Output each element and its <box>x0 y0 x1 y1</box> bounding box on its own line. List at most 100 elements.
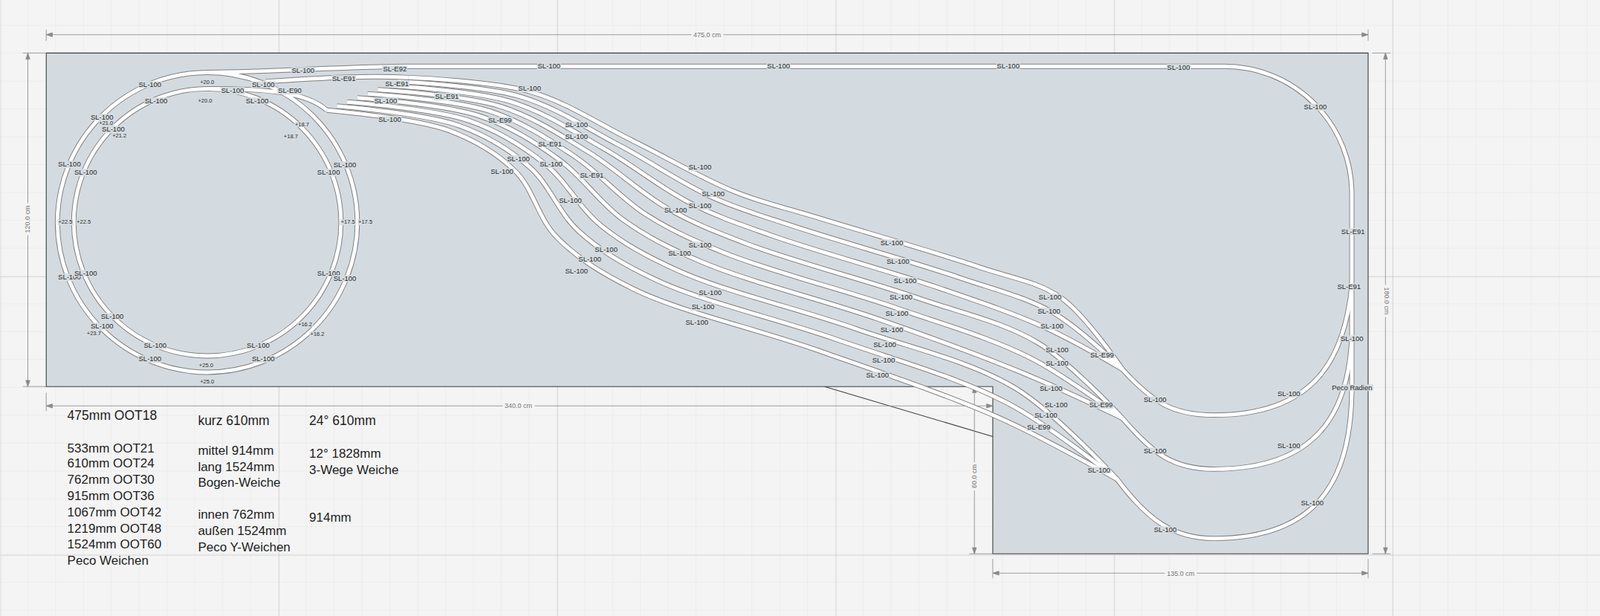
track-bed <box>387 85 1123 370</box>
track-bed <box>1122 285 1352 415</box>
track-label: SL-100 <box>879 326 905 334</box>
track-label: SL-E91 <box>537 140 563 148</box>
track-label: SL-100 <box>245 97 270 105</box>
track-label: SL-100 <box>1339 335 1365 343</box>
track-bed <box>207 66 1352 393</box>
track-outline <box>57 72 358 373</box>
track-label: SL-100 <box>73 269 99 278</box>
track-label: SL-100 <box>697 289 723 297</box>
track-outline <box>1122 336 1352 469</box>
dimension-lines <box>23 29 1392 579</box>
track-label: SL-100 <box>871 356 897 365</box>
legend-entry: 12° 1828mm <box>309 446 382 460</box>
legend-heading: 475mm OOT18 <box>67 409 158 423</box>
track-bed <box>1122 336 1352 469</box>
track-label: SL-100 <box>1153 526 1178 534</box>
legend-entry: 914mm <box>309 511 352 524</box>
legend-heading: kurz 610mm <box>197 414 270 429</box>
legend-entry: lang 1524mm <box>197 460 275 473</box>
legend-heading: 24° 610mm <box>309 414 377 429</box>
legend-entry: mittel 914mm <box>197 443 274 457</box>
elevation-label: +25.0 <box>198 362 215 369</box>
elevation-label: +18.7 <box>283 133 299 140</box>
track-label: SL-E91 <box>384 80 410 88</box>
legend-entry: 1219mm OOT48 <box>67 522 163 536</box>
track-label: SL-100 <box>577 255 602 264</box>
track-label: SL-100 <box>377 115 403 124</box>
board-diagonal <box>824 386 993 437</box>
track-label: SL-100 <box>100 312 125 321</box>
track-label: SL-100 <box>1142 396 1168 405</box>
track-label: SL-100 <box>1303 103 1329 111</box>
track-label: SL-100 <box>1039 323 1065 331</box>
track-outline <box>1122 285 1352 415</box>
track-label: SL-E91 <box>579 171 605 180</box>
track-bed <box>347 101 1117 480</box>
track-layer <box>57 66 1352 539</box>
track-label: SL-100 <box>536 63 562 71</box>
elevation-label: +22.5 <box>57 219 73 226</box>
track-label: SL-E99 <box>487 116 513 125</box>
track-outline <box>207 66 1352 393</box>
track-bed <box>1116 387 1352 539</box>
track-label: SL-100 <box>57 160 82 168</box>
elevation-label: +23.7 <box>86 330 102 337</box>
track-label: SL-100 <box>73 168 99 177</box>
track-label: SL-100 <box>220 86 246 95</box>
legend-entry: außen 1524mm <box>197 524 287 538</box>
elevation-label: +17.5 <box>357 219 374 226</box>
track-label: SL-100 <box>865 372 891 380</box>
dimension-label: 340.0 cm <box>502 402 535 410</box>
track-label: SL-100 <box>684 318 709 327</box>
legend-entry: innen 762mm <box>197 508 275 521</box>
elevation-label: +22.5 <box>75 219 92 226</box>
track-label: SL-100 <box>138 355 163 364</box>
track-label: SL-E91 <box>1340 228 1366 236</box>
track-label: SL-100 <box>1299 499 1325 507</box>
track-outline <box>387 85 1123 370</box>
track-bed <box>336 106 1117 480</box>
track-bed <box>357 98 1123 419</box>
track-label: SL-100 <box>885 257 911 266</box>
elevation-label: +21.2 <box>111 133 128 139</box>
track-bed <box>367 93 1123 418</box>
track-label: SL-E99 <box>1089 351 1115 359</box>
track-label: SL-E90 <box>277 86 303 95</box>
track-label: SL-100 <box>688 241 713 249</box>
dimension-label: 475.0 cm <box>691 31 724 38</box>
legend-entry: 533mm OOT21 <box>67 441 155 455</box>
track-label: SL-100 <box>564 121 589 129</box>
track-label: SL-E91 <box>1336 283 1362 291</box>
track-label: SL-100 <box>1086 466 1112 475</box>
track-label: SL-100 <box>564 267 589 275</box>
track-label: SL-100 <box>538 160 564 168</box>
legend-entry: Bogen-Weiche <box>197 476 281 489</box>
track-label: SL-100 <box>888 293 914 301</box>
track-label: SL-100 <box>1166 63 1192 72</box>
track-label: SL-100 <box>688 202 713 211</box>
track-label: SL-100 <box>872 341 897 349</box>
track-label: SL-100 <box>700 190 726 198</box>
track-label: SL-100 <box>688 163 713 171</box>
track-label: SL-100 <box>290 66 316 75</box>
legend-entry: Peco Weichen <box>67 553 149 567</box>
track-label: SL-100 <box>1033 411 1059 420</box>
track-label: SL-100 <box>995 63 1021 71</box>
dimension-label: 180.0 cm <box>1382 285 1389 318</box>
track-label: SL-E92 <box>382 66 408 74</box>
track-label: SL-100 <box>89 323 115 331</box>
track-label: SL-100 <box>332 274 358 283</box>
track-label: SL-100 <box>1038 384 1064 393</box>
track-label: SL-100 <box>489 167 515 176</box>
track-label: SL-100 <box>558 197 583 206</box>
track-label: SL-100 <box>245 342 271 351</box>
track-label: SL-100 <box>1044 346 1070 354</box>
track-label: SL-100 <box>564 133 589 141</box>
track-label: SL-100 <box>1276 442 1302 450</box>
elevation-label: +17.5 <box>340 219 356 226</box>
track-label: SL-100 <box>506 155 531 163</box>
track-label: SL-E91 <box>331 75 357 83</box>
track-bed <box>326 109 1118 480</box>
